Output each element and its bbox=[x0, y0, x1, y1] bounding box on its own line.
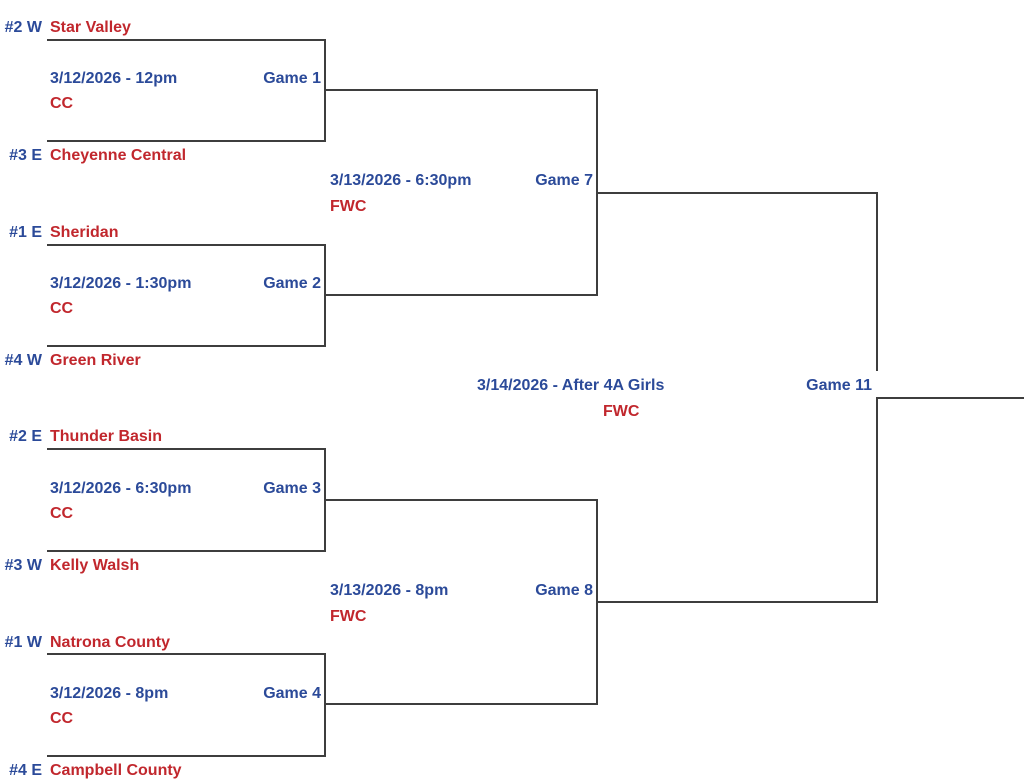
game4-top-line bbox=[47, 653, 326, 655]
game1-winner-line bbox=[326, 89, 598, 91]
team-name: Campbell County bbox=[50, 762, 182, 779]
game-datetime: 3/12/2026 - 8pm bbox=[50, 685, 169, 702]
game1-right-line bbox=[324, 39, 326, 142]
game4-right-line bbox=[324, 653, 326, 757]
game-venue: CC bbox=[50, 505, 74, 522]
game-datetime: 3/13/2026 - 6:30pm bbox=[330, 172, 472, 189]
game-info-row: 3/13/2026 - 8pm Game 8 bbox=[330, 578, 593, 604]
game-label: Game 8 bbox=[535, 582, 593, 599]
game-label: Game 7 bbox=[535, 172, 593, 189]
game1-top-line bbox=[47, 39, 326, 41]
seed-label: #3 E bbox=[9, 147, 42, 164]
game-info-row: 3/12/2026 - 6:30pm Game 3 bbox=[50, 476, 321, 502]
team-name: Natrona County bbox=[50, 634, 170, 651]
game3-right-line bbox=[324, 448, 326, 552]
game-venue: CC bbox=[50, 710, 74, 727]
game4-bottom-line bbox=[47, 755, 326, 757]
game11-connector-line-lower bbox=[876, 397, 878, 603]
game7-connector-line bbox=[596, 89, 598, 296]
seed-label: #1 W bbox=[4, 634, 42, 651]
seed-label: #1 E bbox=[9, 224, 42, 241]
team-name: Sheridan bbox=[50, 224, 119, 241]
seed-label: #2 E bbox=[9, 428, 42, 445]
game-label: Game 1 bbox=[263, 70, 321, 87]
game11-connector-line-upper bbox=[876, 192, 878, 371]
seed-label: #4 E bbox=[9, 762, 42, 779]
game-venue: FWC bbox=[603, 403, 640, 420]
team-name: Thunder Basin bbox=[50, 428, 163, 445]
game4-winner-line bbox=[326, 703, 598, 705]
game-datetime: 3/12/2026 - 1:30pm bbox=[50, 275, 192, 292]
game-info-row: 3/14/2026 - After 4A Girls Game 11 bbox=[477, 373, 872, 399]
champion-line bbox=[878, 397, 1024, 399]
game-datetime: 3/13/2026 - 8pm bbox=[330, 582, 449, 599]
game-datetime: 3/14/2026 - After 4A Girls bbox=[477, 377, 665, 394]
game2-top-line bbox=[47, 244, 326, 246]
game2-winner-line bbox=[326, 294, 598, 296]
team-name: Star Valley bbox=[50, 19, 131, 36]
team-name: Cheyenne Central bbox=[50, 147, 187, 164]
game3-winner-line bbox=[326, 499, 598, 501]
game-label: Game 4 bbox=[263, 685, 321, 702]
seed-label: #3 W bbox=[4, 557, 42, 574]
game-label: Game 11 bbox=[806, 377, 872, 394]
game-datetime: 3/12/2026 - 12pm bbox=[50, 70, 178, 87]
game3-bottom-line bbox=[47, 550, 326, 552]
game3-top-line bbox=[47, 448, 326, 450]
team-name: Green River bbox=[50, 352, 141, 369]
game-info-row: 3/12/2026 - 1:30pm Game 2 bbox=[50, 271, 321, 297]
game1-bottom-line bbox=[47, 140, 326, 142]
game-label: Game 3 bbox=[263, 480, 321, 497]
game-venue: CC bbox=[50, 95, 74, 112]
game-venue: CC bbox=[50, 300, 74, 317]
game7-winner-line bbox=[598, 192, 878, 194]
game8-winner-line bbox=[598, 601, 878, 603]
game8-connector-line bbox=[596, 499, 598, 705]
game-info-row: 3/12/2026 - 12pm Game 1 bbox=[50, 66, 321, 92]
game-venue: FWC bbox=[330, 198, 367, 215]
game2-right-line bbox=[324, 244, 326, 347]
game-venue: FWC bbox=[330, 608, 367, 625]
game-label: Game 2 bbox=[263, 275, 321, 292]
game-info-row: 3/13/2026 - 6:30pm Game 7 bbox=[330, 168, 593, 194]
game-info-row: 3/12/2026 - 8pm Game 4 bbox=[50, 681, 321, 707]
game2-bottom-line bbox=[47, 345, 326, 347]
seed-label: #4 W bbox=[4, 352, 42, 369]
game-datetime: 3/12/2026 - 6:30pm bbox=[50, 480, 192, 497]
team-name: Kelly Walsh bbox=[50, 557, 140, 574]
seed-label: #2 W bbox=[4, 19, 42, 36]
